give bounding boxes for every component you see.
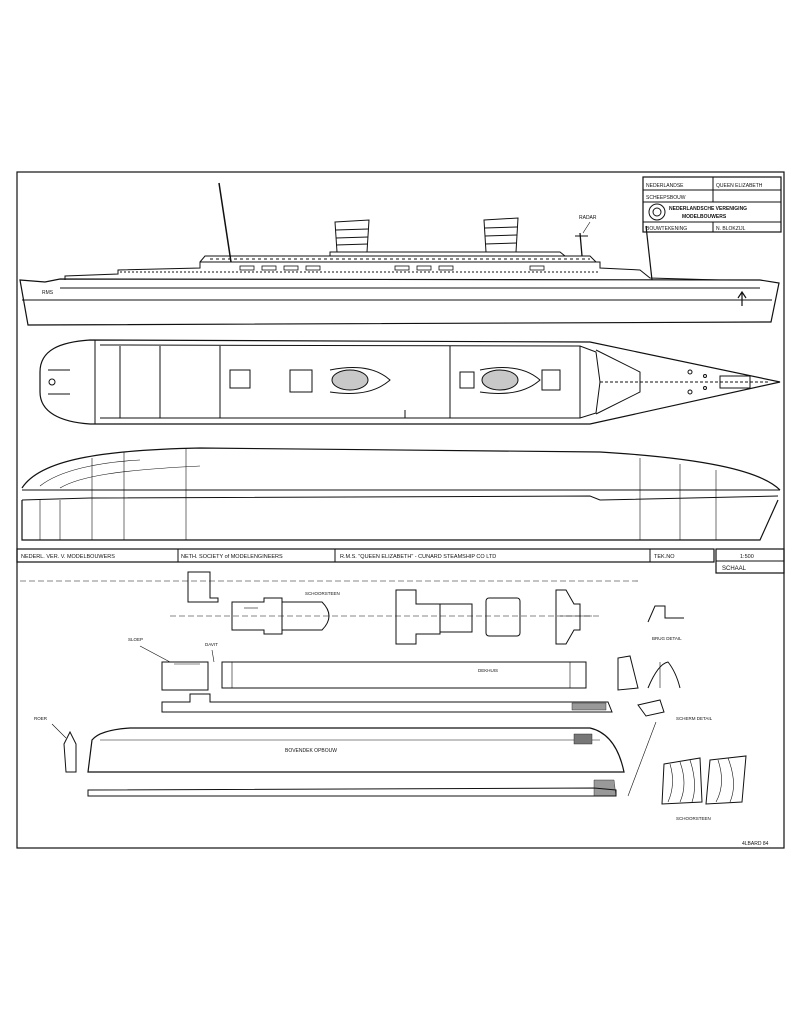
rudder-label: ROER (34, 716, 48, 721)
side-profile-view: RADAR RMS (19, 182, 780, 326)
part-funnel-top: SCHOORSTEEN (231, 591, 340, 635)
funnel-forward (334, 219, 370, 253)
title-cell-row5-right: N. BLOKZIJL (716, 226, 746, 232)
title-cell-row1-right: QUEEN ELIZABETH (716, 183, 763, 189)
deck-label-left: SLOEP (128, 637, 143, 642)
radar-label: RADAR (579, 215, 597, 221)
part-deckhouse: SLOEP DAVIT DEKHUIS (128, 637, 587, 691)
society-emblem-icon (648, 203, 666, 221)
info-strip: NEDERL. VER. V. MODELBOUWERS NETH. SOCIE… (16, 548, 785, 574)
title-cell-row2-left: SCHEEPSBOUW (646, 195, 686, 201)
funnel-aft (483, 217, 519, 253)
radar-mast (579, 232, 583, 257)
funnel-aft-top (481, 369, 519, 391)
sheet-border (16, 171, 785, 849)
part-upper-deck-structure: BOVENDEK OPBOUW (87, 721, 657, 797)
funnel-detail-label: SCHOORSTEEN (676, 816, 711, 821)
title-block: NEDERLANDSE QUEEN ELIZABETH SCHEEPSBOUW … (642, 176, 782, 233)
funnel-top-label: SCHOORSTEEN (305, 591, 340, 596)
stern-label: RMS (42, 290, 54, 296)
title-cell-society: NEDERLANDSCHE VERENIGING (669, 206, 747, 212)
title-cell-row1-left: NEDERLANDSE (646, 183, 684, 189)
main-mast (218, 182, 232, 263)
lifeboat-row (239, 265, 545, 271)
info-cell-drawing-number: TEK.NO (654, 554, 675, 560)
info-cell-ship-name: R.M.S. "QUEEN ELIZABETH" - CUNARD STEAMS… (340, 554, 496, 560)
info-cell-society-nl: NEDERL. VER. V. MODELBOUWERS (21, 554, 115, 560)
long-deck-label: DEKHUIS (478, 668, 498, 673)
deck-label-mid: DAVIT (205, 642, 218, 647)
screen-detail-label: SCHERM DETAIL (676, 716, 713, 721)
title-cell-modelbouwers: MODELBOUWERS (682, 214, 727, 220)
part-bridge-detail: BRUG DETAIL (647, 605, 684, 641)
hull-label: BOVENDEK OPBOUW (285, 748, 337, 754)
part-midship-block (395, 589, 592, 645)
fore-mast (645, 225, 653, 281)
part-rudder: ROER (34, 716, 77, 773)
hull-lines-view (21, 447, 781, 541)
parts-detail-area: SCHOORSTEEN BRUG DETAIL SCHERM DETAIL (20, 571, 747, 821)
bridge-detail-label: BRUG DETAIL (652, 636, 682, 641)
part-screen-detail: SCHERM DETAIL (617, 655, 713, 721)
title-cell-row5-left: BOUWTEKENING (646, 226, 687, 232)
info-cell-society-en: NETH. SOCIETY of MODELENGINEERS (181, 554, 283, 560)
scale-value: 1:500 (740, 554, 754, 560)
funnel-forward-top (331, 369, 369, 391)
part-funnel-detail: SCHOORSTEEN (661, 755, 747, 821)
part-deck-strip (161, 693, 613, 713)
anchor-icon (737, 290, 747, 306)
deck-plan-view (39, 339, 781, 425)
sheet-number: 4LBARD 84 (742, 841, 769, 847)
scale-label: SCHAAL (722, 566, 747, 572)
